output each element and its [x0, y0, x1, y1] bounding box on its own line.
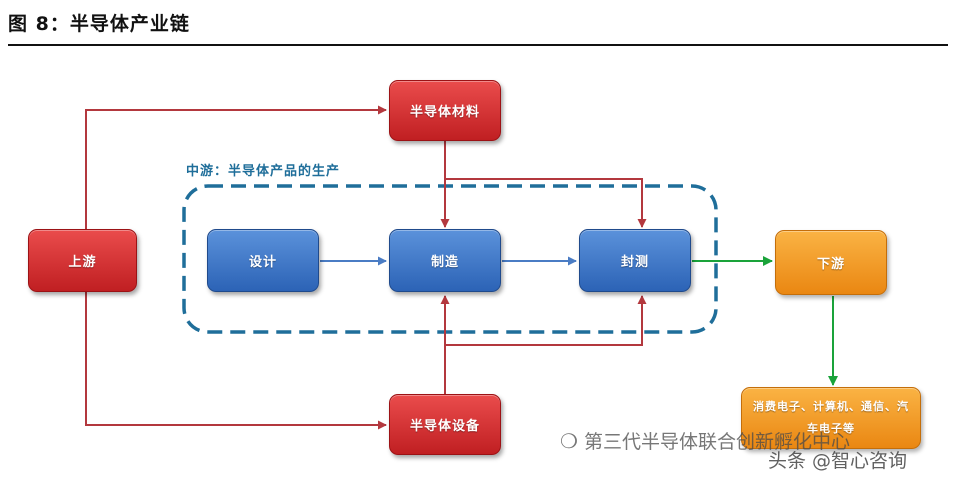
midstream-label: 中游：半导体产品的生产 — [186, 164, 341, 179]
packaging-testing-node: 封测 — [579, 229, 691, 292]
arrow-materials-to-packaging — [445, 178, 647, 228]
arrow-upstream-to-equipment — [85, 292, 387, 430]
arrow-equipment-to-packaging — [445, 295, 647, 346]
upstream-node: 上游 — [28, 229, 137, 292]
wechat-account-name: 第三代半导体联合创新孵化中心 — [583, 431, 850, 453]
materials-node: 半导体材料 — [389, 80, 501, 141]
midstream-group-border — [182, 184, 718, 334]
equipment-node: 半导体设备 — [389, 394, 501, 455]
arrow-upstream-to-materials — [85, 105, 387, 229]
wechat-watermark: ❍第三代半导体联合创新孵化中心 — [560, 427, 850, 454]
applications-node: 消费电子、计算机、通信、汽车电子等 — [741, 387, 921, 449]
downstream-node: 下游 — [775, 230, 887, 295]
design-node: 设计 — [207, 229, 319, 292]
toutiao-watermark: 头条 @智心咨询 — [768, 450, 908, 472]
figure-title: 图 8：半导体产业链 — [8, 13, 190, 35]
manufacturing-node: 制造 — [389, 229, 501, 292]
title-divider — [8, 44, 948, 46]
wechat-icon: ❍ — [560, 429, 578, 453]
